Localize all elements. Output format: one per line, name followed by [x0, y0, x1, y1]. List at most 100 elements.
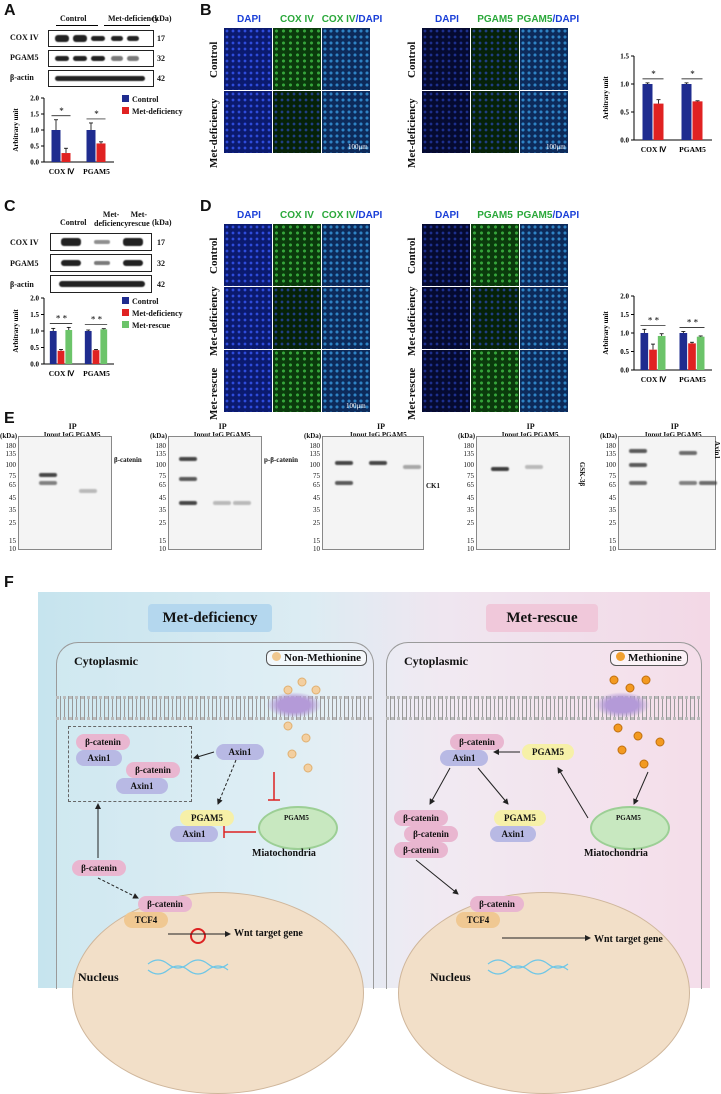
y-tick-label: 0.5: [620, 348, 629, 356]
ladder-label: 100: [605, 460, 617, 469]
head-dapi-b2: DAPI: [435, 14, 459, 25]
blot-band: [699, 481, 717, 485]
y-tick-label: 1.0: [30, 328, 39, 336]
lane-labels: Input IgG PGAM5: [193, 431, 251, 439]
ladder-label: 180: [155, 442, 167, 450]
head-merge-b2: PGAM5/DAPI: [516, 14, 580, 25]
right-bcat-2: β-catenin: [404, 826, 458, 842]
bar: [692, 101, 703, 140]
ladder-label: 25: [9, 519, 16, 527]
row-met-b2: Met-deficiency: [406, 98, 418, 168]
y-tick-label: 1.5: [30, 111, 39, 119]
head-merge-b1: COX IV/DAPI: [321, 14, 383, 25]
legend-c-met: Met-deficiency: [122, 308, 183, 320]
d-head-cox: COX IV: [280, 210, 314, 221]
right-nuc-bcat: β-catenin: [470, 896, 524, 912]
bar: [688, 343, 696, 370]
y-tick-label: 0.0: [30, 361, 39, 369]
bar: [96, 143, 106, 162]
kda-label-e: (kDa): [458, 432, 476, 440]
ladder-label: 45: [313, 493, 320, 502]
c-col-met: Met-deficiency: [94, 210, 129, 228]
blot-band: [335, 461, 353, 465]
kda-label-e: (kDa): [150, 432, 168, 440]
right-pgam5-top: PGAM5: [522, 744, 574, 760]
x-tick-label: COX Ⅳ: [49, 167, 76, 176]
d-micro-16: [422, 350, 470, 412]
ladder-label: 65: [313, 480, 320, 489]
bar: [653, 103, 664, 140]
panel-label-f: F: [4, 574, 14, 591]
ladder-label: 45: [467, 493, 474, 502]
ladder-label: 135: [155, 449, 167, 458]
d-row-control-2: Control: [406, 237, 418, 274]
bar: [65, 330, 73, 364]
bar: [696, 336, 705, 370]
right-tcf4: TCF4: [456, 912, 500, 928]
y-tick-label: 0.5: [30, 344, 39, 352]
blot-panel: [476, 436, 570, 550]
ladder-label: 135: [5, 449, 17, 458]
micro-b-pgam5-2: [471, 91, 519, 153]
kda-label-e: (kDa): [0, 432, 18, 440]
legend-a: Control Met-deficiency: [122, 94, 183, 118]
sig-star: *: [94, 109, 99, 119]
ladder-label: 35: [609, 505, 616, 514]
sig-star: * *: [687, 318, 699, 328]
left-title-box: Met-deficiency: [148, 604, 272, 632]
c-kda-17: 17: [157, 238, 165, 247]
head-cox-b: COX IV: [280, 14, 314, 25]
d-row-rescue-1: Met-rescue: [208, 367, 220, 420]
y-tick-label: 1.5: [620, 311, 629, 319]
ip-label: IP: [670, 422, 679, 431]
legend-item-control: Control: [122, 94, 183, 106]
blot-band: [679, 451, 697, 455]
c-blot-actin: [50, 275, 152, 293]
ladder-label: 100: [309, 460, 321, 469]
micro-b-dapi-2: [224, 91, 272, 153]
bar: [681, 84, 692, 140]
blot-pgam5: [48, 50, 154, 67]
ladder-label: 35: [9, 505, 16, 514]
blot-band: [403, 465, 421, 469]
head-dapi-b1: DAPI: [237, 14, 261, 25]
col-label-control: Control: [60, 14, 87, 23]
ladder-label: 45: [159, 493, 166, 502]
micro-b-dapi-4: [422, 91, 470, 153]
micro-b-dapi-1: [224, 28, 272, 90]
d-micro-7: [224, 350, 272, 412]
y-axis-label: Arbitrary unit: [12, 108, 20, 152]
blot-panel: [322, 436, 424, 550]
right-mito-label: Miatochondria: [584, 848, 648, 859]
bar: [57, 350, 65, 364]
right-bcat-top: β-catenin: [450, 734, 504, 750]
ladder-label: 45: [9, 493, 16, 502]
ladder-label: 15: [609, 536, 616, 545]
blot-target-label: p-β-catenin: [264, 456, 299, 464]
c-kda-42: 42: [157, 280, 165, 289]
micro-b-merge-1: [322, 28, 370, 90]
row-control-b2: Control: [406, 41, 418, 78]
inhibit-icon: [190, 928, 206, 944]
c-col-rescue: Met-rescue: [128, 210, 150, 228]
blot-band: [629, 481, 647, 485]
ladder-label: 25: [467, 519, 474, 527]
panel-label-b: B: [200, 2, 212, 19]
d-head-pgam5: PGAM5: [477, 210, 513, 221]
row-label-actin: β-actin: [10, 73, 34, 82]
y-tick-label: 1.0: [620, 81, 629, 89]
complex-axin-1: Axin1: [76, 750, 122, 766]
micro-b-dapi-3: [422, 28, 470, 90]
x-tick-label: PGAM5: [679, 145, 706, 154]
right-pgam5-2: PGAM5: [494, 810, 546, 826]
d-micro-2: [273, 224, 321, 286]
blot-cox: [48, 30, 154, 47]
panel-label-c: C: [4, 198, 16, 215]
y-tick-label: 1.0: [30, 127, 39, 135]
ladder-label: 10: [313, 545, 320, 554]
blot-band: [629, 449, 647, 453]
ladder-label: 10: [467, 545, 474, 554]
blot-band: [525, 465, 543, 469]
ladder-label: 135: [605, 449, 617, 458]
ladder-label: 35: [159, 505, 166, 514]
